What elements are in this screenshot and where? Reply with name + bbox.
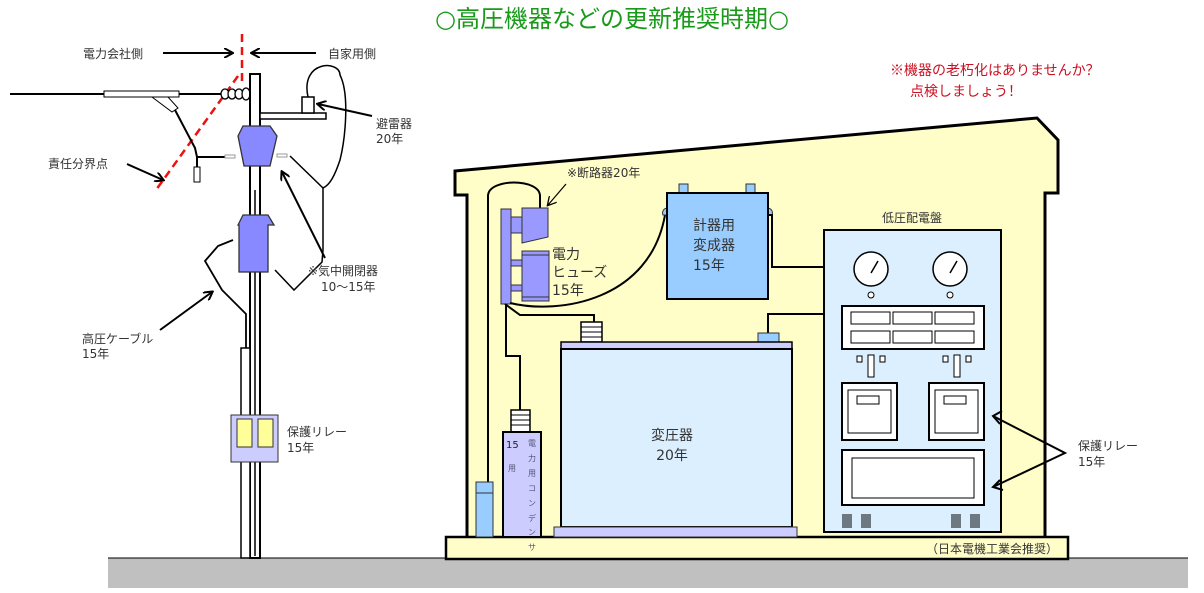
demarcation-point-label: 責任分界点 (48, 157, 108, 171)
insulator-icon (220, 87, 251, 101)
ground (108, 558, 1188, 588)
hv-cable-life: 15年 (82, 347, 109, 361)
capacitor-char: 用 (528, 469, 536, 478)
hv-cable-label: 高圧ケーブル (82, 331, 153, 346)
utility-side-label: 電力会社側 (83, 46, 143, 61)
power-fuse-life: 15年 (552, 283, 584, 299)
instrument-transformer-icon (666, 192, 769, 300)
power-fuse-label-1: 電力 (552, 247, 580, 263)
capacitor-char: サ (528, 543, 536, 552)
lv-protective-relay-life: 15年 (1078, 455, 1105, 469)
instrument-transformer-label-2: 変成器 (693, 237, 735, 254)
cable-head-icon (236, 214, 276, 273)
pole-protective-relay-label: 保護リレー (287, 424, 347, 439)
power-fuse-icon (521, 250, 550, 302)
pole-protective-relay-life: 15年 (287, 441, 314, 455)
utility-pole-assembly: 電力会社側 自家用側 責任分界点 避雷器 20年 (10, 34, 412, 559)
notice-line-1: ※機器の老朽化はありませんか？ (890, 63, 1100, 79)
lightning-arrester-label: 避雷器 (376, 117, 412, 131)
lightning-arrester-icon (301, 96, 315, 114)
circuit-breaker-label: ※断路器20年 (567, 165, 640, 180)
demarcation-arrow (126, 163, 163, 180)
lv-protective-relay-label: 保護リレー (1078, 438, 1138, 453)
capacitor-char: ン (528, 528, 536, 537)
capacitor-char: デ (528, 513, 536, 523)
instrument-transformer-life: 15年 (693, 258, 725, 274)
capacitor-char: 力 (528, 453, 536, 463)
capacitor-char: 電 (528, 439, 536, 448)
power-fuse-label-2: ヒューズ (552, 265, 607, 281)
source-note: （日本電機工業会推奨） (926, 541, 1058, 556)
demarcation-line-diagonal (154, 75, 240, 191)
circuit-breaker-icon (521, 207, 549, 244)
capacitor-life-unit: 用 (508, 464, 516, 473)
air-switch-icon (237, 125, 278, 167)
meter-icon (853, 251, 889, 299)
capacitor-vertical-label: 電 力 用 コ ン デ ン サ (528, 439, 536, 552)
instrument-transformer-label-1: 計器用 (693, 218, 735, 234)
notice-line-2: 点検しましょう！ (910, 84, 1022, 100)
transformer-label: 変圧器 (651, 427, 693, 444)
transformer-life: 20年 (656, 448, 688, 464)
page-title: ○高圧機器などの更新推奨時期○ (435, 5, 789, 33)
air-switch-life: 10～15年 (321, 280, 376, 294)
capacitor-icon (502, 431, 542, 538)
lightning-arrester-life: 20年 (376, 132, 403, 146)
transformer-icon (560, 348, 793, 528)
capacitor-char: コ (528, 484, 536, 493)
meter-icon (932, 251, 968, 299)
air-switch-label: ※気中開閉器 (308, 263, 378, 278)
lv-panel-label: 低圧配電盤 (882, 211, 942, 225)
capacitor-char: ン (528, 499, 536, 508)
cubicle-building: （日本電機工業会推奨） ※断路器20年 電力 ヒューズ 15年 計器用 変成器 … (444, 116, 1138, 561)
customer-side-label: 自家用側 (328, 46, 376, 61)
capacitor-life-number: 15 (506, 440, 519, 451)
vent-icon (842, 514, 980, 528)
switch-icon (856, 354, 972, 378)
